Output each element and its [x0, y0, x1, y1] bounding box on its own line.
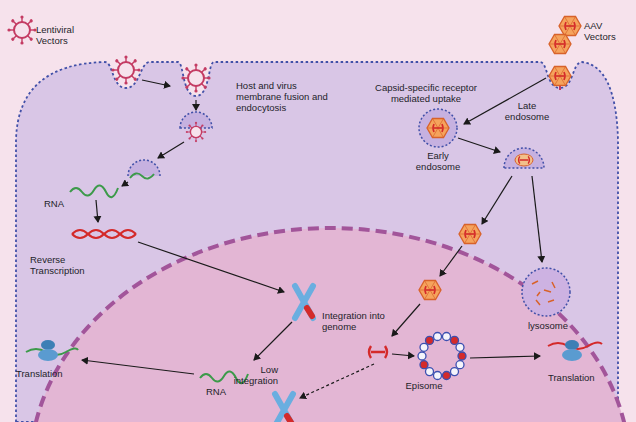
episome-bead [451, 336, 459, 344]
episome-bead [426, 336, 434, 344]
text-label: Low integration [222, 364, 278, 386]
episome-bead [434, 333, 442, 341]
episome-bead [458, 352, 466, 360]
episome-bead [443, 333, 451, 341]
text-label: Integration into genome [322, 310, 388, 332]
text-label: Translation [16, 368, 86, 379]
text-label: RNA [206, 386, 246, 397]
text-label: Host and virus membrane fusion and endoc… [236, 80, 332, 114]
text-label: AAV Vectors [584, 20, 632, 42]
text-label: Episome [394, 380, 454, 391]
text-label: Late endosome [498, 100, 556, 122]
text-label: RNA [44, 198, 84, 209]
episome-bead [434, 372, 442, 380]
episome-bead [426, 368, 434, 376]
text-label: Lentiviral Vectors [36, 24, 98, 46]
episome-bead [456, 343, 464, 351]
episome-bead [456, 361, 464, 369]
text-label: Reverse Transcription [30, 254, 106, 276]
text-label: Translation [548, 372, 618, 383]
text-label: lysosome [518, 320, 578, 331]
episome-bead [420, 361, 428, 369]
text-label: Early endosome [406, 150, 470, 172]
text-label: Capsid-specific receptor mediated uptake [374, 82, 478, 104]
episome-bead [443, 372, 451, 380]
episome-bead [420, 343, 428, 351]
episome-bead [418, 352, 426, 360]
episome-bead [451, 368, 459, 376]
